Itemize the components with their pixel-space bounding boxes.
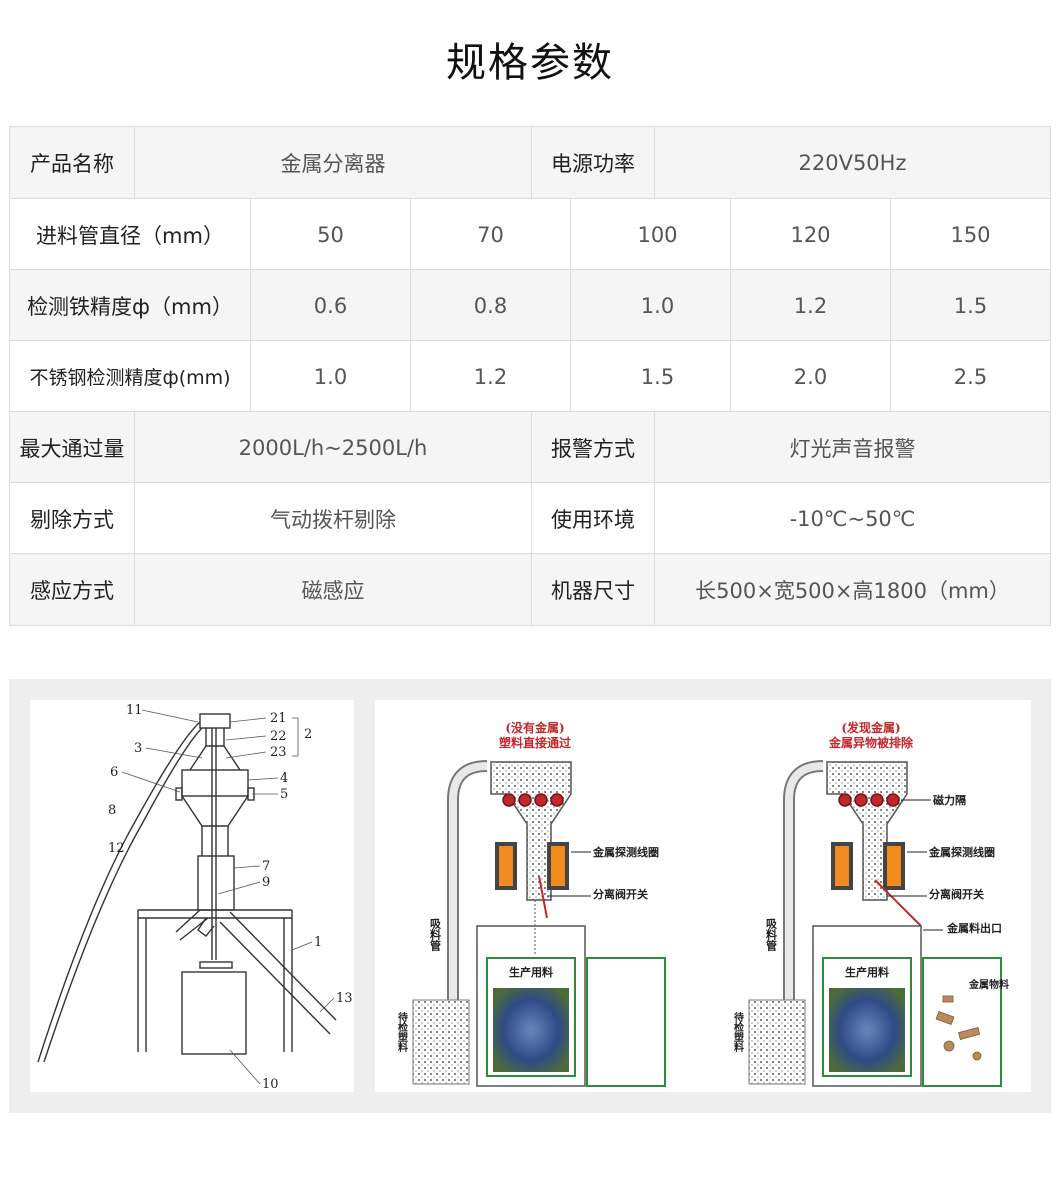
- value-cell: 0.6: [250, 270, 410, 341]
- label-6: 6: [110, 765, 118, 780]
- label-7: 7: [262, 859, 270, 874]
- structure-drawing: 11 3 6 8 12 21 22 23 2 4 5 7 9 1 13 10: [30, 700, 354, 1092]
- value-cell: 1.0: [250, 341, 410, 412]
- spec-row-throughput: 最大通过量 2000L/h~2500L/h 报警方式 灯光声音报警: [10, 411, 1050, 483]
- value-cell: 0.8: [410, 270, 570, 341]
- label-3: 3: [134, 741, 142, 756]
- right-product-label: 生产用料: [845, 965, 889, 979]
- value-cell: 120: [730, 199, 890, 270]
- label-environment: 使用环境: [531, 483, 654, 554]
- label-throughput: 最大通过量: [10, 412, 134, 483]
- value-cell: 50: [250, 199, 410, 270]
- label-21: 21: [270, 711, 287, 726]
- value-cell: 2.5: [890, 341, 1050, 412]
- label-12: 12: [108, 841, 125, 856]
- value-cell: 1.5: [890, 270, 1050, 341]
- value-throughput: 2000L/h~2500L/h: [134, 412, 531, 483]
- label-5: 5: [280, 787, 288, 802]
- value-reject: 气动拨杆剔除: [134, 483, 531, 554]
- label-pipe-diameter: 进料管直径（mm）: [10, 199, 250, 270]
- left-waiting-label: 待检塑料: [396, 1011, 408, 1053]
- value-cell: 1.0: [570, 270, 730, 341]
- label-reject: 剔除方式: [10, 483, 134, 554]
- spec-row-reject: 剔除方式 气动拨杆剔除 使用环境 -10℃~50℃: [10, 482, 1050, 554]
- label-9: 9: [262, 875, 270, 890]
- value-size: 长500×宽500×高1800（mm）: [654, 554, 1050, 625]
- label-10: 10: [262, 1077, 279, 1092]
- value-cell: 2.0: [730, 341, 890, 412]
- left-heading-2: 塑料直接通过: [499, 735, 571, 750]
- right-heading-1: (发现金属): [841, 720, 900, 735]
- value-environment: -10℃~50℃: [654, 483, 1050, 554]
- value-cell: 1.2: [410, 341, 570, 412]
- value-cell: 1.5: [570, 341, 730, 412]
- value-cell: 1.2: [730, 270, 890, 341]
- label-power: 电源功率: [531, 127, 654, 198]
- right-metal-label: 金属物料: [968, 978, 1009, 991]
- right-waiting-label: 待检塑料: [732, 1011, 744, 1053]
- spec-row-steel: 不锈钢检测精度ф(mm) 1.0 1.2 1.5 2.0 2.5: [10, 340, 1050, 412]
- value-cell: 70: [410, 199, 570, 270]
- right-valve-label: 分离阀开关: [929, 887, 984, 901]
- right-suction-label: 吸料管: [765, 918, 778, 952]
- right-diagram: (发现金属) 金属异物被排除 磁力隔 金属探测线圈 分离阀开关 金属料出口: [732, 720, 1009, 1087]
- principle-diagram: (没有金属) 塑料直接通过 金属探测线圈 分离阀开关: [375, 700, 1031, 1092]
- spec-row-iron: 检测铁精度ф（mm） 0.6 0.8 1.0 1.2 1.5: [10, 269, 1050, 341]
- spec-row-diameter: 进料管直径（mm） 50 70 100 120 150: [10, 198, 1050, 270]
- value-cell: 100: [570, 199, 730, 270]
- label-8: 8: [108, 803, 116, 818]
- label-13: 13: [336, 991, 353, 1006]
- value-cell: 150: [890, 199, 1050, 270]
- spec-table: 产品名称 金属分离器 电源功率 220V50Hz 进料管直径（mm） 50 70…: [9, 126, 1051, 626]
- label-size: 机器尺寸: [531, 554, 654, 625]
- label-23: 23: [270, 745, 287, 760]
- value-sensing: 磁感应: [134, 554, 531, 625]
- page-title: 规格参数: [446, 40, 614, 86]
- left-product-label: 生产用料: [509, 965, 553, 979]
- label-alarm: 报警方式: [531, 412, 654, 483]
- label-product-name: 产品名称: [10, 127, 134, 198]
- label-steel-precision: 不锈钢检测精度ф(mm): [10, 341, 250, 412]
- label-2: 2: [304, 727, 312, 742]
- value-alarm: 灯光声音报警: [654, 412, 1050, 483]
- figure-panel: 11 3 6 8 12 21 22 23 2 4 5 7 9 1 13 10: [9, 679, 1051, 1113]
- drawing-labels: 11 3 6 8 12 21 22 23 2 4 5 7 9 1 13 10: [108, 703, 353, 1092]
- label-11: 11: [126, 703, 143, 718]
- label-4: 4: [280, 771, 288, 786]
- right-heading-2: 金属异物被排除: [828, 735, 914, 750]
- spec-row-name: 产品名称 金属分离器 电源功率 220V50Hz: [10, 127, 1050, 198]
- value-product-name: 金属分离器: [134, 127, 531, 198]
- label-sensing: 感应方式: [10, 554, 134, 625]
- label-22: 22: [270, 729, 287, 744]
- left-heading-1: (没有金属): [505, 720, 564, 735]
- left-diagram: (没有金属) 塑料直接通过 金属探测线圈 分离阀开关: [396, 720, 666, 1087]
- label-1: 1: [314, 935, 322, 950]
- left-valve-label: 分离阀开关: [593, 887, 648, 901]
- right-coil-label: 金属探测线圈: [928, 845, 995, 859]
- left-coil-label: 金属探测线圈: [592, 845, 659, 859]
- spec-row-sensing: 感应方式 磁感应 机器尺寸 长500×宽500×高1800（mm）: [10, 553, 1050, 625]
- value-power: 220V50Hz: [654, 127, 1050, 198]
- label-iron-precision: 检测铁精度ф（mm）: [10, 270, 250, 341]
- right-magnet-label: 磁力隔: [933, 793, 966, 807]
- left-suction-label: 吸料管: [429, 918, 442, 952]
- right-outlet-label: 金属料出口: [946, 921, 1002, 935]
